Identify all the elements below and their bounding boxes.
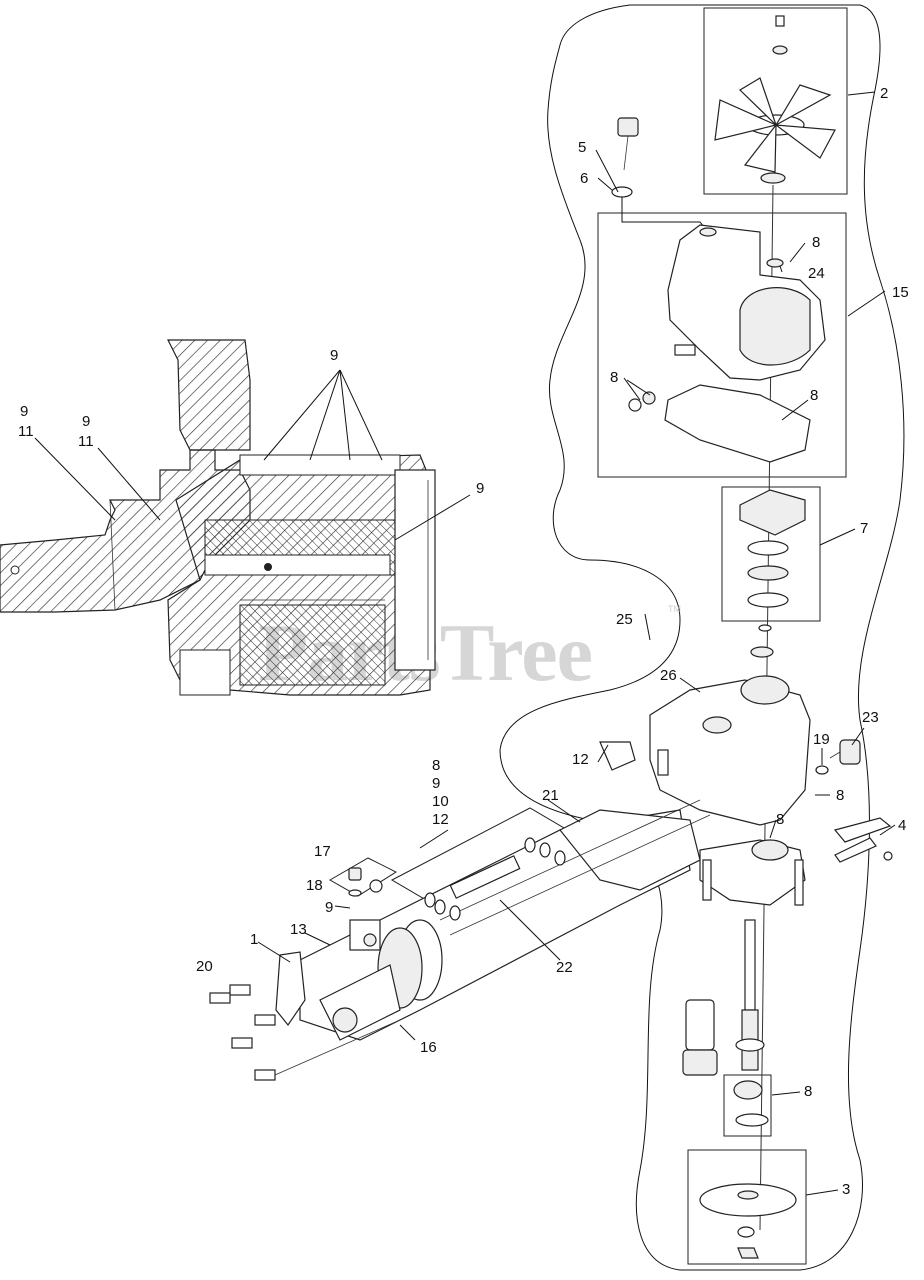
label-9-left-a: 9 — [82, 413, 90, 430]
label-20: 20 — [196, 958, 213, 975]
label-21: 21 — [542, 787, 559, 804]
watermark-tm: TM — [668, 604, 681, 614]
filter-cartridge — [682, 999, 718, 1076]
pins-kit — [424, 837, 566, 921]
label-group-8: 8 — [432, 757, 440, 774]
gear-disc — [750, 646, 774, 658]
label-22: 22 — [556, 959, 573, 976]
pulley-part-3 — [699, 1183, 797, 1259]
label-4: 4 — [898, 817, 906, 834]
label-16: 16 — [420, 1039, 437, 1056]
label-9-left-b: 9 — [20, 403, 28, 420]
bearing-box-7 — [721, 486, 821, 622]
label-7: 7 — [860, 520, 868, 537]
label-9-top: 9 — [330, 347, 338, 364]
label-8-c: 8 — [810, 387, 818, 404]
label-24: 24 — [808, 265, 825, 282]
label-6: 6 — [580, 170, 588, 187]
label-11-left-b: 11 — [18, 423, 34, 440]
bearing-part-7 — [739, 489, 806, 608]
label-11-left-a: 11 — [78, 433, 94, 450]
label-group-10: 10 — [432, 793, 449, 810]
part-labels: 2 5 6 8 24 15 8 8 7 9 9 11 9 11 9 25 26 … — [18, 85, 909, 1198]
filler-cap-part-5 — [611, 117, 709, 233]
label-2: 2 — [880, 85, 888, 102]
label-5: 5 — [578, 139, 586, 156]
label-26: 26 — [660, 667, 677, 684]
assembly-boundary — [499, 4, 905, 1271]
fitting-part-17 — [348, 867, 383, 897]
pulley-box-3 — [687, 1149, 807, 1265]
fitting-part-23 — [815, 739, 861, 775]
seal-part-8 — [733, 1080, 769, 1127]
label-18: 18 — [306, 877, 323, 894]
label-3: 3 — [842, 1181, 850, 1198]
label-8-f: 8 — [804, 1083, 812, 1100]
housing-box-15 — [597, 212, 847, 478]
label-25: 25 — [616, 611, 633, 628]
label-19: 19 — [813, 731, 830, 748]
label-23: 23 — [862, 709, 879, 726]
housing-part-15 — [628, 224, 826, 463]
leader-lines — [34, 91, 896, 1196]
label-15: 15 — [892, 284, 909, 301]
label-12-right: 12 — [572, 751, 589, 768]
label-8-e: 8 — [776, 811, 784, 828]
label-9-right: 9 — [476, 480, 484, 497]
lever-part-4 — [833, 817, 893, 863]
label-8-a: 8 — [812, 234, 820, 251]
small-washer — [758, 624, 772, 632]
label-group-12: 12 — [432, 811, 449, 828]
kit-box-17 — [328, 857, 398, 897]
fan-part-2 — [714, 15, 836, 184]
label-9-mid: 9 — [325, 899, 333, 916]
label-13: 13 — [290, 921, 307, 938]
cross-section-view — [0, 339, 436, 696]
label-17: 17 — [314, 843, 331, 860]
label-8-b: 8 — [610, 369, 618, 386]
label-group-9: 9 — [432, 775, 440, 792]
label-1: 1 — [250, 931, 258, 948]
center-housing-part-26 — [649, 675, 811, 906]
label-8-d: 8 — [836, 787, 844, 804]
fan-box — [703, 7, 848, 195]
output-shaft — [735, 919, 765, 1071]
seal-box-8 — [723, 1074, 772, 1137]
lever-part-1 — [209, 951, 401, 1081]
axle-assembly — [299, 741, 711, 1041]
